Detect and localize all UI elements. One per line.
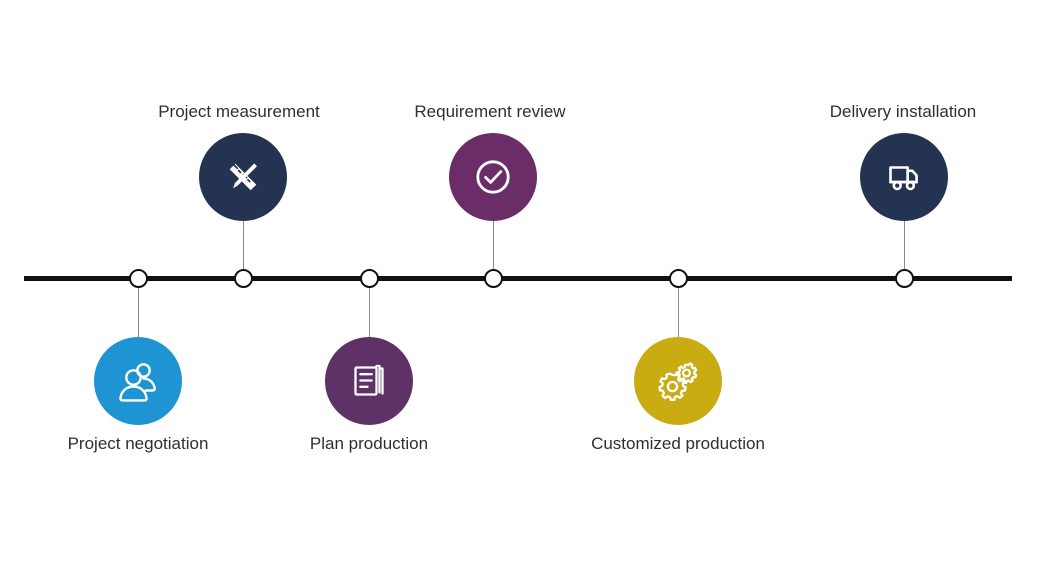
timeline-node-4[interactable] <box>483 268 503 288</box>
step-caption-4: Requirement review <box>414 102 566 121</box>
step-icon-bubble-1[interactable] <box>94 337 182 425</box>
gears-icon <box>653 356 703 406</box>
timeline-node-6[interactable] <box>894 268 914 288</box>
timeline-node-1[interactable] <box>128 268 148 288</box>
timeline-axis-line <box>24 275 1012 281</box>
step-icon-bubble-4[interactable] <box>449 133 537 221</box>
users-group-icon <box>113 356 163 406</box>
check-circle-icon <box>468 152 518 202</box>
stem-step-4 <box>493 221 494 278</box>
timeline-node-5[interactable] <box>668 268 688 288</box>
delivery-truck-icon <box>879 152 929 202</box>
step-caption-2: Project measurement <box>158 102 320 121</box>
step-caption-3: Plan production <box>309 434 429 453</box>
timeline-node-3[interactable] <box>359 268 379 288</box>
stem-step-1 <box>138 278 139 337</box>
step-caption-6: Delivery installation <box>829 102 977 121</box>
step-caption-1: Project negotiation <box>67 434 209 453</box>
documents-icon <box>346 358 392 404</box>
stem-step-3 <box>369 278 370 337</box>
step-icon-bubble-5[interactable] <box>634 337 722 425</box>
step-icon-bubble-3[interactable] <box>325 337 413 425</box>
step-caption-5: Customized production <box>591 434 765 453</box>
timeline-node-2[interactable] <box>233 268 253 288</box>
ruler-pencil-icon <box>218 152 268 202</box>
step-icon-bubble-6[interactable] <box>860 133 948 221</box>
step-icon-bubble-2[interactable] <box>199 133 287 221</box>
stem-step-2 <box>243 221 244 278</box>
stem-step-5 <box>678 278 679 337</box>
stem-step-6 <box>904 221 905 278</box>
